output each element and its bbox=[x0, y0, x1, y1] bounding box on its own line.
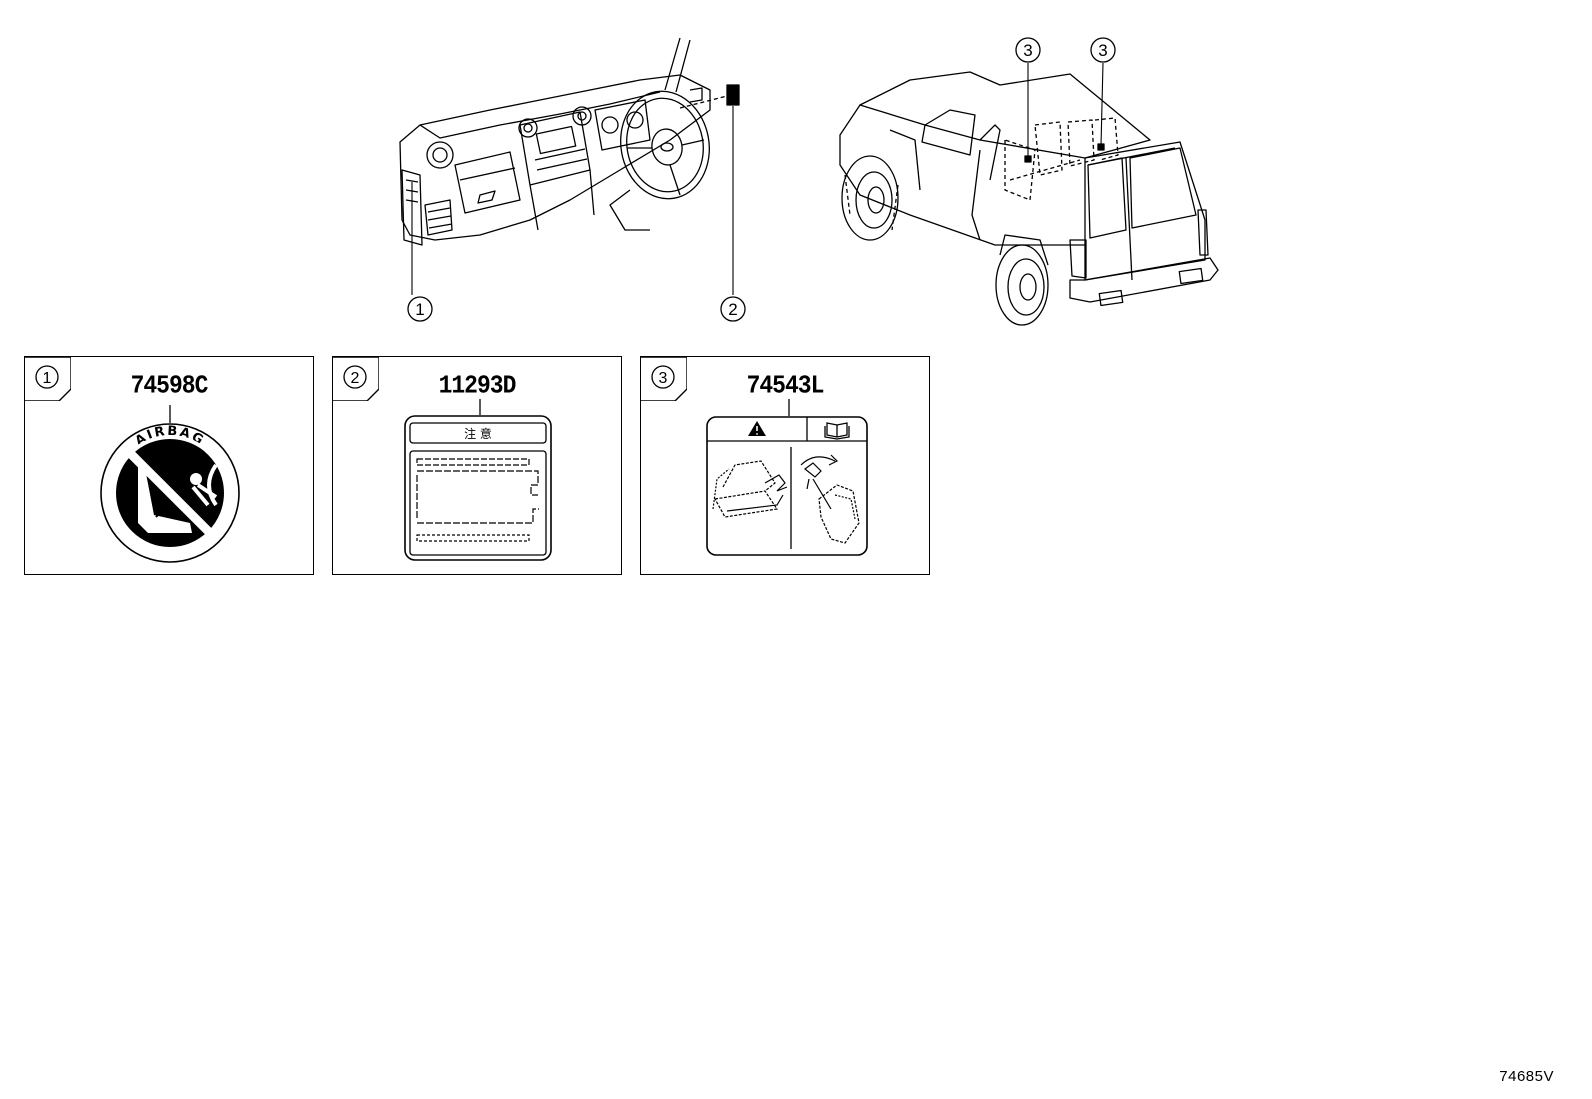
label-panel-2: 2 11293D 注 意 bbox=[332, 356, 622, 575]
panel-tab: 2 bbox=[333, 357, 379, 401]
child-seat-icon bbox=[138, 463, 192, 533]
panel-1-index: 1 bbox=[43, 370, 52, 387]
text-block-placeholder bbox=[416, 458, 539, 542]
callout-2-text: 2 bbox=[728, 300, 737, 319]
warning-triangle-icon bbox=[748, 421, 766, 436]
airbag-warning-label: AIRBAG bbox=[100, 405, 240, 563]
vehicle-illustration: 3 3 bbox=[839, 37, 1219, 326]
label-panel-3: 3 74543L bbox=[640, 356, 930, 575]
callout-3b-text: 3 bbox=[1098, 41, 1107, 60]
panel-tab: 1 bbox=[25, 357, 71, 401]
panel-3-index: 3 bbox=[659, 370, 668, 387]
callout-1-text: 1 bbox=[415, 300, 424, 319]
panel-tab: 3 bbox=[641, 357, 687, 401]
seat-warning-label bbox=[706, 399, 868, 556]
caution-label: 注 意 bbox=[404, 399, 552, 561]
dashboard-illustration: 1 2 bbox=[399, 37, 746, 322]
part-number: 74543L bbox=[746, 371, 825, 401]
part-number: 11293D bbox=[438, 371, 517, 401]
diagram-code: 74685V bbox=[1499, 1068, 1554, 1085]
caution-heading: 注 意 bbox=[464, 426, 492, 441]
seat-latch-icon bbox=[800, 454, 860, 544]
callout-3a-text: 3 bbox=[1023, 41, 1032, 60]
label-panel-1: 1 74598C AIRBAG bbox=[24, 356, 314, 575]
manual-book-icon bbox=[824, 422, 850, 440]
folded-seat-icon bbox=[712, 460, 788, 518]
panel-2-index: 2 bbox=[351, 370, 360, 387]
part-number: 74598C bbox=[130, 371, 209, 401]
